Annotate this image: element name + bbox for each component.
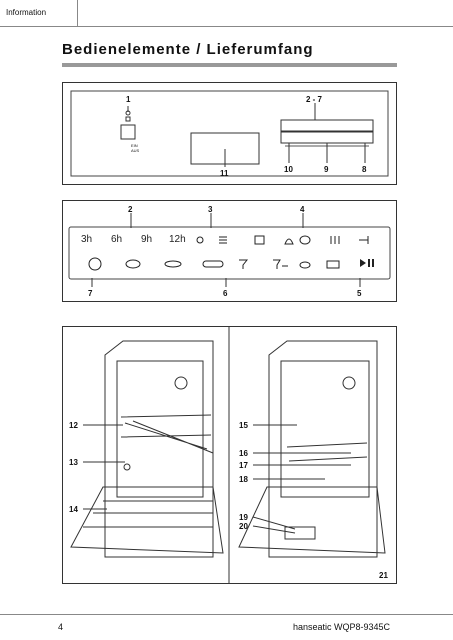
callout-18: 18 xyxy=(239,475,248,484)
interior-drawing xyxy=(70,327,386,583)
callout-15: 15 xyxy=(239,421,248,430)
interior-diagram: 12 13 14 15 16 17 18 19 20 21 xyxy=(62,326,397,584)
callout-20: 20 xyxy=(239,522,248,531)
section-tab: Information xyxy=(0,0,78,26)
control-drawing xyxy=(68,213,391,287)
page-number: 4 xyxy=(58,622,64,632)
page-header: Information xyxy=(0,0,453,27)
control-panel-detail: 2 3 4 7 6 5 3h 6h 9h 12h xyxy=(62,200,397,302)
callout-12: 12 xyxy=(69,421,78,430)
overview-panel: 1 2 - 7 10 9 8 11 EIN AUS xyxy=(62,82,397,185)
callout-9: 9 xyxy=(324,165,329,174)
callout-17: 17 xyxy=(239,461,248,470)
callout-16: 16 xyxy=(239,449,248,458)
delay-9h-label: 9h xyxy=(141,234,153,245)
callout-8: 8 xyxy=(362,165,367,174)
callout-1: 1 xyxy=(126,95,131,104)
callout-2: 2 xyxy=(128,205,133,214)
title-rule xyxy=(62,63,397,67)
callout-6: 6 xyxy=(223,289,228,298)
model-name: hanseatic WQP8-9345C xyxy=(293,622,391,632)
callout-14: 14 xyxy=(69,505,78,514)
delay-12h-label: 12h xyxy=(169,234,186,245)
callout-4: 4 xyxy=(300,205,305,214)
callout-2-7: 2 - 7 xyxy=(306,95,323,104)
page-title: Bedienelemente / Lieferumfang xyxy=(62,41,314,58)
callout-21: 21 xyxy=(379,571,388,580)
switch-label-on: EIN xyxy=(131,143,138,148)
callout-19: 19 xyxy=(239,513,248,522)
switch-label-off: AUS xyxy=(131,148,140,153)
callout-3: 3 xyxy=(208,205,213,214)
delay-6h-label: 6h xyxy=(111,234,123,245)
footer-rule xyxy=(0,614,453,615)
callout-5: 5 xyxy=(357,289,362,298)
callout-10: 10 xyxy=(284,165,293,174)
delay-3h-label: 3h xyxy=(81,234,93,245)
overview-drawing xyxy=(70,90,389,177)
callout-13: 13 xyxy=(69,458,78,467)
callout-7: 7 xyxy=(88,289,93,298)
callout-11: 11 xyxy=(220,169,229,178)
